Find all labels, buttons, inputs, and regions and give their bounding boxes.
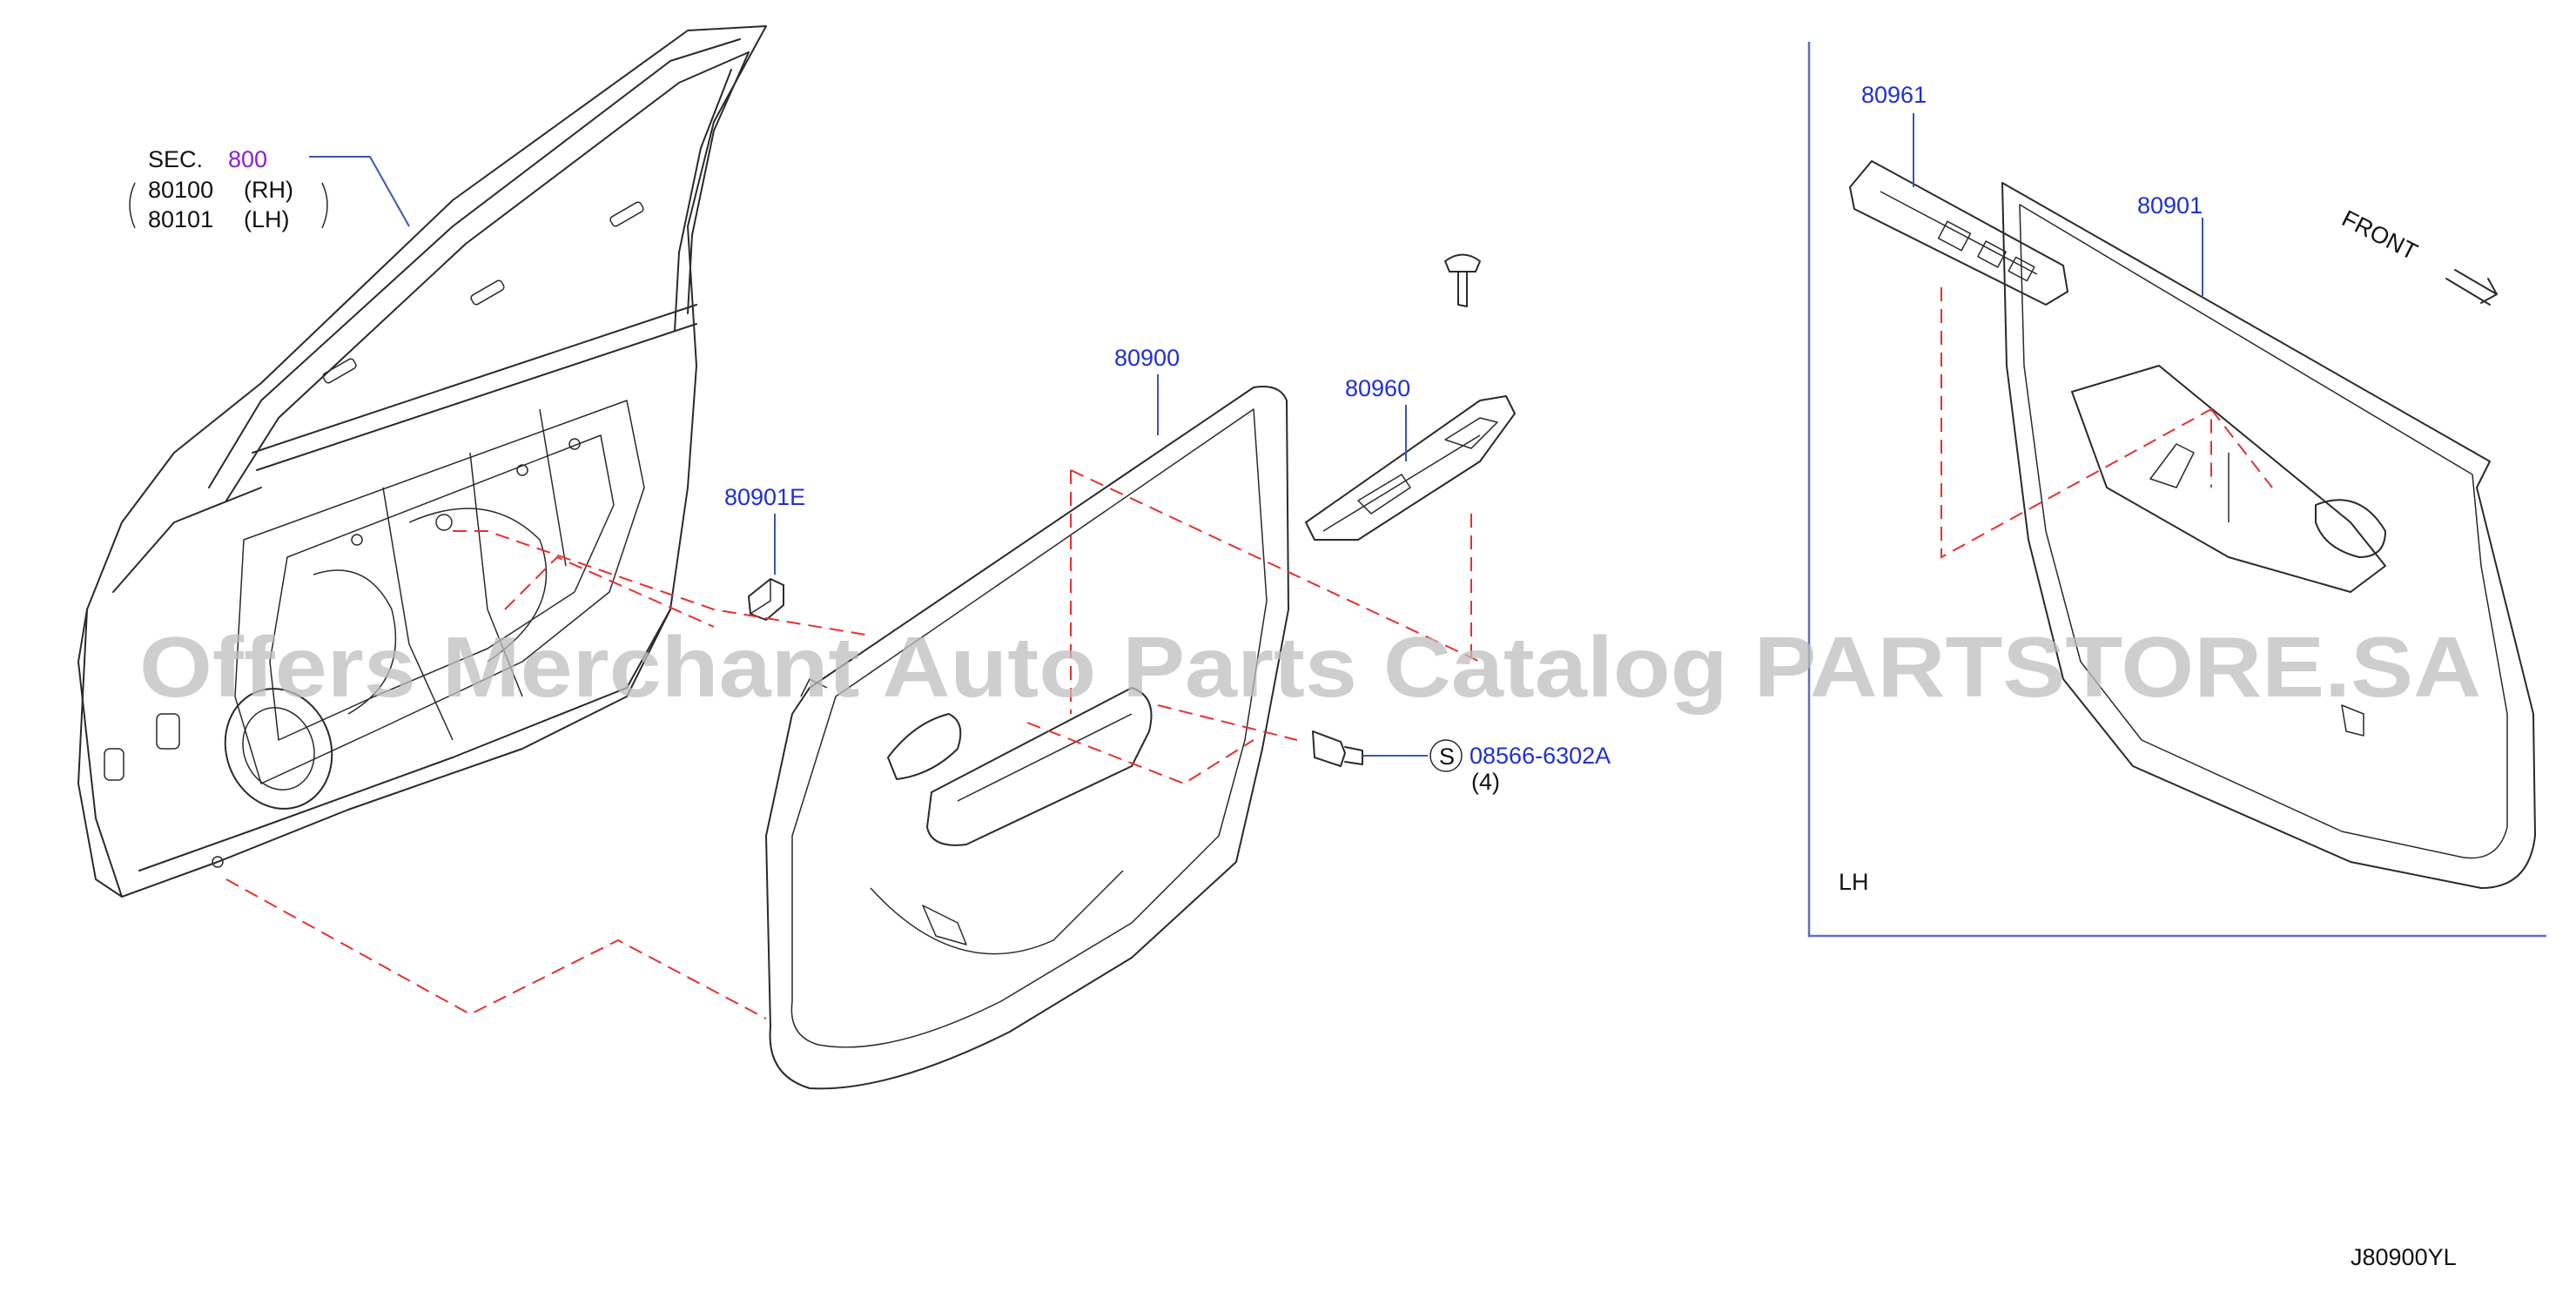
- sec-bracket-right: [321, 182, 328, 229]
- switch-lh-drawing: [1849, 160, 2068, 306]
- lh-inset-frame: [1807, 42, 2546, 938]
- callout-80901[interactable]: 80901: [2137, 192, 2203, 219]
- door-shell-drawing: [77, 25, 767, 898]
- lh-dashed-lines: [1940, 287, 2273, 559]
- callout-80900[interactable]: 80900: [1114, 345, 1180, 371]
- door-trim-lh-drawing: [2001, 182, 2536, 889]
- screw-symbol: S: [1439, 744, 1455, 770]
- rh-side-label: (RH): [244, 177, 293, 203]
- clip-part: [748, 578, 784, 621]
- front-label: FRONT: [2337, 205, 2421, 266]
- screw-upper-drawing: [1444, 253, 1481, 307]
- sec-leader: [309, 156, 410, 227]
- sec-label: SEC.: [148, 146, 203, 172]
- lh-part-number: 80101: [148, 206, 213, 232]
- callout-screw-part[interactable]: 08566-6302A: [1470, 743, 1611, 769]
- callout-80961[interactable]: 80961: [1861, 82, 1927, 108]
- callout-80960[interactable]: 80960: [1345, 375, 1410, 401]
- watermark-text: Offers Merchant Auto Parts Catalog PARTS…: [139, 619, 2481, 715]
- rh-part-number: 80100: [148, 177, 213, 203]
- drawing-id: J80900YL: [2351, 1244, 2457, 1270]
- callout-80901e[interactable]: 80901E: [724, 484, 805, 510]
- lh-panel-label: LH: [1839, 869, 1869, 895]
- dashed-reference-lines: [225, 469, 1481, 1019]
- switch-rh-drawing: [1305, 395, 1516, 541]
- s-symbol-circle: [1429, 739, 1463, 772]
- door-trim-rh-drawing: [765, 386, 1289, 1090]
- sec-number[interactable]: 800: [228, 146, 267, 172]
- screw-08566-drawing: [1312, 730, 1363, 767]
- lh-side-label: (LH): [244, 206, 290, 232]
- screw-quantity: (4): [1471, 769, 1500, 795]
- front-arrow-icon: [2445, 269, 2498, 306]
- sec-bracket-left: [129, 182, 136, 229]
